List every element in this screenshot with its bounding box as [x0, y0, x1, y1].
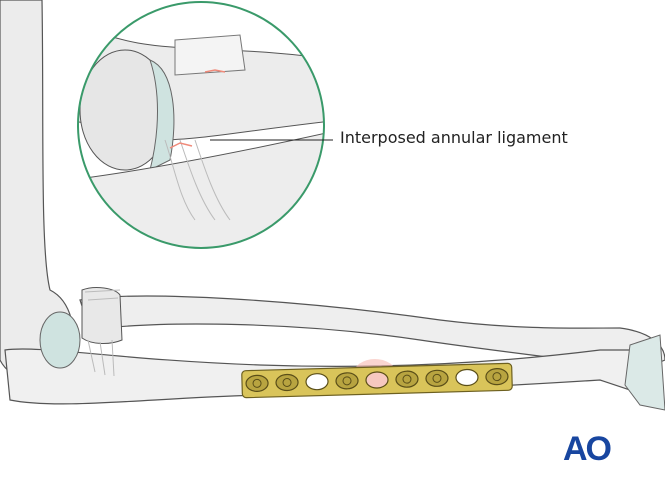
compression-plate	[241, 362, 513, 399]
screw-head	[245, 374, 269, 392]
screw-head	[425, 369, 449, 387]
ao-logo: AO	[563, 430, 612, 468]
screw-recess	[252, 378, 262, 388]
plate-hole	[305, 373, 329, 391]
inset-border	[77, 1, 325, 249]
screw-recess	[282, 378, 292, 388]
carpal-bones	[624, 334, 665, 411]
screw-recess	[492, 372, 502, 382]
screw-recess	[342, 376, 352, 386]
detail-inset	[78, 2, 324, 248]
screw-recess	[402, 374, 412, 384]
plate-hole	[365, 371, 389, 389]
screw-head	[335, 372, 359, 390]
screw-head	[395, 370, 419, 388]
annular-ligament	[84, 289, 121, 377]
radial-head	[81, 287, 123, 344]
plate-hole	[455, 368, 479, 387]
screw-head	[275, 373, 299, 392]
screw-recess	[432, 373, 442, 383]
annotation-label: Interposed annular ligament	[340, 128, 568, 147]
screw-head	[485, 368, 509, 386]
capitulum-cartilage	[39, 311, 81, 369]
